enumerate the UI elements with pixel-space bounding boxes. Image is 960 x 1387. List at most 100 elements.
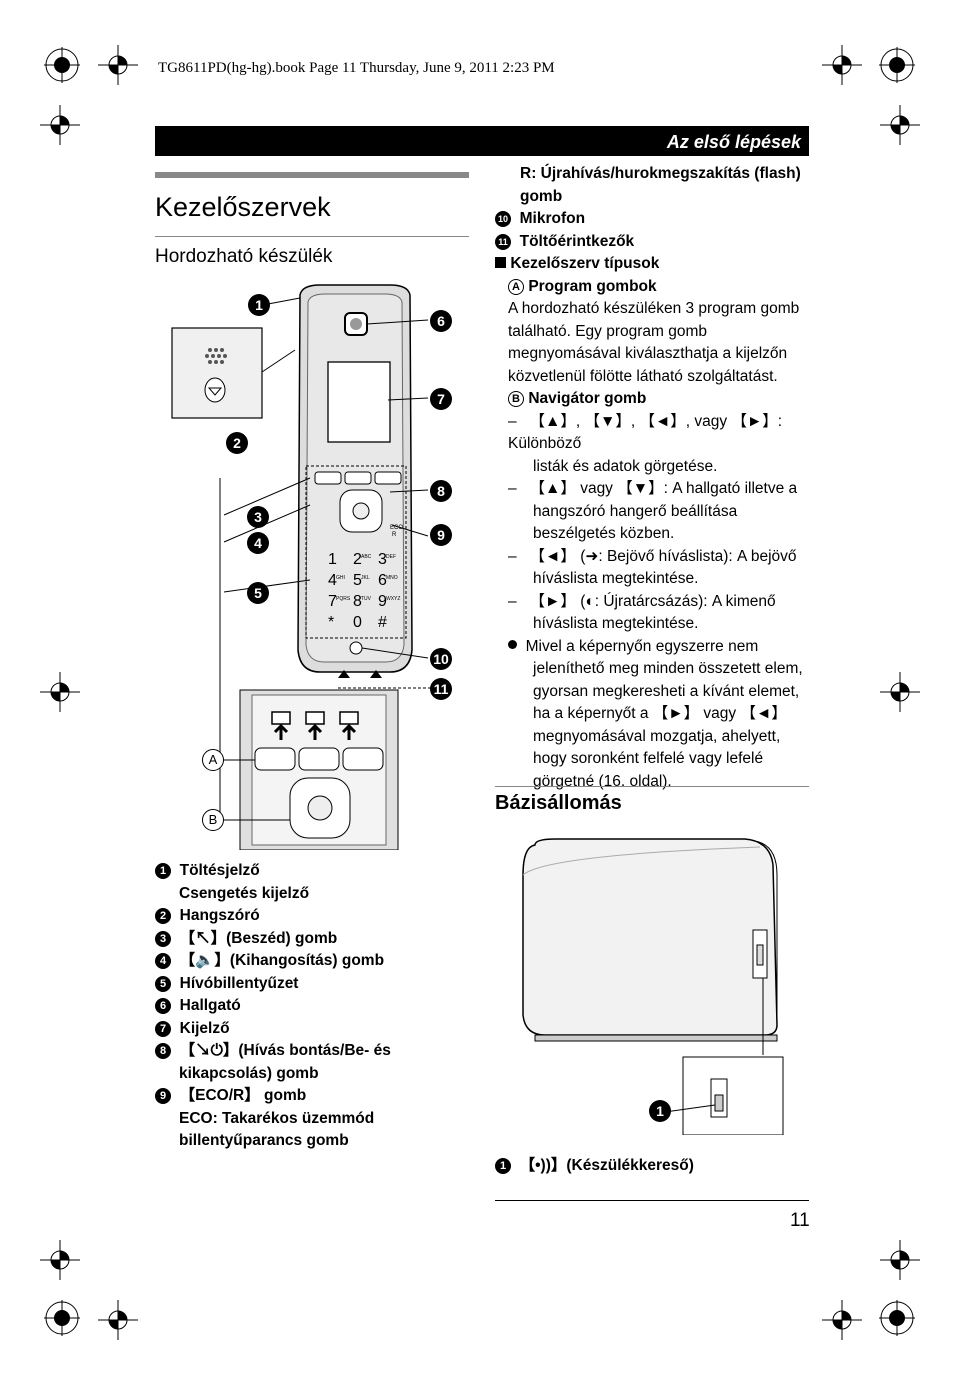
base-station-illustration — [522, 838, 784, 1135]
item-text: Hívóbillentyűzet — [179, 974, 299, 992]
keypad-key-2: 2 — [353, 551, 362, 568]
callout-11: 11 — [430, 678, 452, 700]
list-item: 3 【↖】(Beszéd) gomb — [155, 928, 475, 951]
base-station-title: Bázisállomás — [495, 792, 622, 814]
keypad-key-8: 8 — [353, 593, 362, 610]
crosshair-mark — [40, 672, 80, 712]
text-line: gyorsan megkeresheti a kívánt elemet, — [533, 682, 800, 700]
keypad-sub-5: JKL — [361, 575, 370, 581]
list-item-cont: kikapcsolás) gomb — [179, 1064, 319, 1082]
square-bullet-icon — [495, 257, 506, 268]
letter-marker: A — [508, 278, 524, 295]
keypad-key-5: 5 — [353, 572, 362, 589]
item-number: 10 — [495, 211, 511, 227]
list-item: 2 Hangszóró — [155, 905, 475, 928]
list-item: 6 Hallgató — [155, 995, 475, 1018]
title-rule — [155, 172, 469, 178]
item-number: 3 — [155, 930, 171, 947]
letter-marker: B — [508, 391, 524, 407]
item-text: Hangszóró — [179, 907, 260, 924]
callout-base-1: 1 — [649, 1100, 671, 1122]
list-item: 1 Töltésjelző — [155, 860, 475, 883]
item-number: 7 — [155, 1020, 171, 1037]
item-text: 【•))】(Készülékkereső) — [519, 1157, 694, 1174]
callout-10: 10 — [430, 648, 452, 670]
callout-A: A — [202, 749, 224, 771]
crosshair-mark — [880, 1240, 920, 1280]
crosshair-mark — [880, 672, 920, 712]
item-text: 【↘⏻】(Hívás bontás/Be- és — [179, 1042, 391, 1059]
registration-mark — [44, 47, 80, 83]
eco-key-label: ECO — [390, 525, 403, 531]
keypad-key-6: 6 — [378, 572, 387, 589]
keypad-sub-4: GHI — [336, 575, 345, 581]
item-text: Kijelző — [179, 1019, 230, 1037]
subtitle-handset: Hordozható készülék — [155, 246, 333, 267]
text-line: Töltőérintkezők — [519, 232, 635, 250]
crosshair-mark — [880, 105, 920, 145]
keypad-key-star: * — [328, 614, 334, 631]
item-number: 1 — [155, 863, 171, 879]
item-text: 【↖】(Beszéd) gomb — [179, 929, 338, 947]
text-line: jeleníthető meg minden összetett elem, — [533, 660, 803, 677]
callout-6: 6 — [430, 310, 452, 332]
keypad-key-3: 3 — [378, 551, 387, 568]
crosshair-mark — [40, 1240, 80, 1280]
text-line: Kezelőszerv típusok — [510, 255, 660, 272]
item-text: 【ECO/R】 gomb — [179, 1087, 307, 1104]
keypad-key-7: 7 — [328, 593, 337, 610]
crosshair-mark — [98, 1300, 138, 1340]
book-info-line: TG8611PD(hg-hg).book Page 11 Thursday, J… — [158, 60, 555, 76]
crosshair-mark — [822, 1300, 862, 1340]
callout-8: 8 — [430, 480, 452, 502]
text-line: listák és adatok görgetése. — [533, 457, 718, 475]
registration-mark — [879, 1300, 915, 1336]
keypad-sub-8: TUV — [361, 596, 372, 602]
text-line: híváslista megtekintése. — [533, 570, 699, 587]
keypad-key-hash: # — [378, 614, 387, 631]
handset-parts-list: 1 Töltésjelző Csengetés kijelző 2 Hangsz… — [155, 860, 475, 1153]
list-item-cont: billentyűparancs gomb — [179, 1132, 349, 1149]
list-item: 5 Hívóbillentyűzet — [155, 973, 475, 996]
bullet-icon — [508, 639, 517, 649]
item-text: Töltésjelző — [179, 862, 260, 879]
right-column-text: R: Újrahívás/hurokmegszakítás (flash) go… — [495, 163, 815, 793]
crosshair-mark — [822, 45, 862, 85]
callout-3: 3 — [247, 506, 269, 528]
keypad-key-4: 4 — [328, 572, 337, 589]
keypad-key-9: 9 — [378, 593, 387, 610]
list-item: 9 【ECO/R】 gomb — [155, 1085, 475, 1108]
callout-4: 4 — [247, 532, 269, 554]
item-number: 11 — [495, 233, 511, 250]
item-number: 6 — [155, 998, 171, 1014]
text-line: közvetlenül fölötte látható szolgáltatás… — [508, 367, 778, 385]
text-line: ha a képernyőt a 【►】 vagy 【◄】 — [533, 705, 787, 722]
text-line: hogy soronként felfelé vagy lefelé — [533, 750, 764, 767]
text-line: Mikrofon — [519, 210, 586, 227]
text-line: görgetné (16. oldal). — [533, 772, 672, 790]
list-item-cont: ECO: Takarékos üzemmód — [179, 1109, 375, 1127]
text-line: 【▲】 vagy 【▼】: A hallgató illetve a — [529, 480, 798, 497]
item-number: 2 — [155, 908, 171, 924]
handset-illustration: 1 2 3 4 5 6 7 8 9 * 0 # ABC DEF GHI JKL … — [171, 284, 432, 850]
keypad-sub-2: ABC — [361, 554, 372, 560]
item-number: 4 — [155, 953, 171, 969]
callout-5: 5 — [247, 582, 269, 604]
callout-9: 9 — [430, 524, 452, 546]
text-line: gomb — [520, 187, 563, 205]
item-text: Hallgató — [179, 997, 241, 1014]
text-line: megnyomásával mozgatja, ahelyett, — [533, 727, 781, 745]
callout-1: 1 — [248, 294, 270, 316]
text-line: A hordozható készüléken 3 program gomb — [508, 300, 800, 317]
text-line: 【▲】, 【▼】, 【◄】, vagy 【►】: Különböző — [508, 412, 783, 453]
subtitle-rule — [155, 236, 469, 237]
base-section-rule — [495, 786, 809, 787]
text-line: 【►】 (◐: Újratárcsázás): A kimenő — [529, 592, 776, 610]
keypad-sub-6: MNO — [386, 575, 398, 581]
item-number: 5 — [155, 975, 171, 992]
keypad-sub-9: WXYZ — [386, 596, 400, 602]
text-line: beszélgetés közben. — [533, 525, 675, 542]
text-line: R: Újrahívás/hurokmegszakítás (flash) — [520, 165, 801, 182]
footer-rule — [495, 1200, 809, 1201]
registration-mark — [44, 1300, 80, 1336]
